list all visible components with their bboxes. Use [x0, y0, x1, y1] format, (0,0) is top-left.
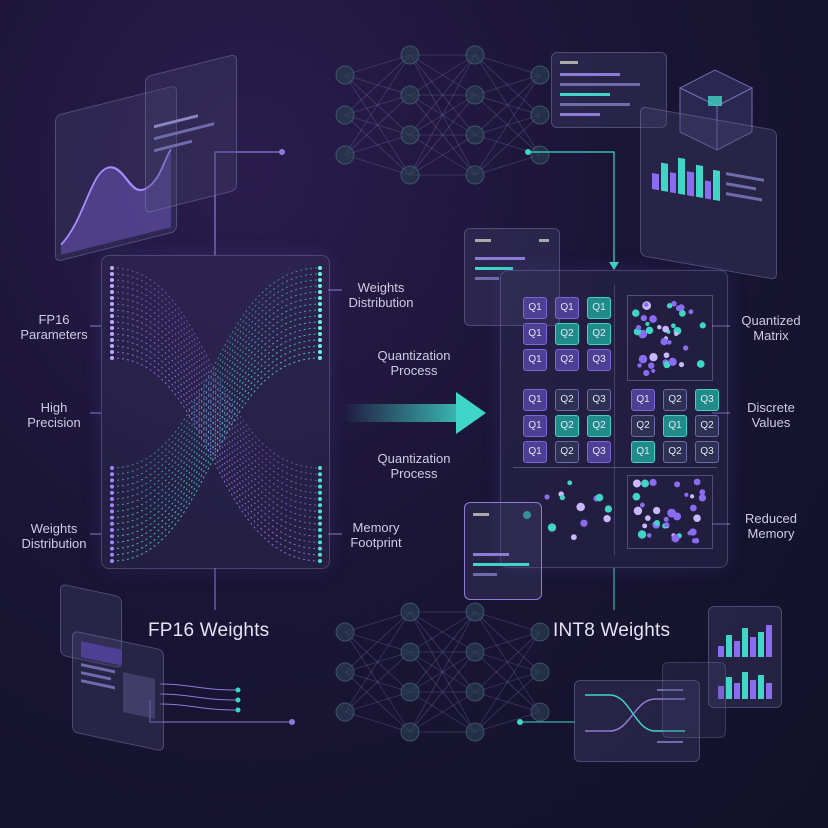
- matrix-cell: Q1: [523, 323, 547, 345]
- matrix-cell: Q2: [587, 415, 611, 437]
- deco-panel-mid-bottom: [662, 662, 726, 738]
- matrix-cell: Q1: [631, 389, 655, 411]
- deco-panel-text: [145, 53, 237, 214]
- matrix-cell: Q3: [587, 389, 611, 411]
- matrix-scatter-bottom-right: [627, 475, 713, 549]
- matrix-cell: Q3: [695, 389, 719, 411]
- title-int8-weights: INT8 Weights: [553, 620, 671, 641]
- matrix-cell: Q2: [555, 349, 579, 371]
- matrix-cell: Q2: [631, 415, 655, 437]
- deco-panel-bottom-ui: [72, 630, 164, 752]
- matrix-cell: Q2: [663, 441, 687, 463]
- matrix-scatter-top: [627, 295, 713, 381]
- title-fp16-weights: FP16 Weights: [148, 620, 270, 641]
- matrix-cell: Q1: [631, 441, 655, 463]
- matrix-cell: Q1: [663, 415, 687, 437]
- matrix-cell: Q1: [587, 297, 611, 319]
- matrix-cell: Q2: [555, 441, 579, 463]
- deco-panel-overlay: [464, 502, 542, 600]
- matrix-cell: Q2: [663, 389, 687, 411]
- matrix-cell: Q2: [695, 415, 719, 437]
- deco-panel-lines: [551, 52, 667, 128]
- fp16-weight-curves: [110, 266, 322, 563]
- matrix-cell: Q2: [555, 323, 579, 345]
- matrix-cell: Q1: [523, 297, 547, 319]
- deco-panel-curve: [55, 84, 177, 263]
- matrix-cell: Q3: [587, 349, 611, 371]
- deco-panel-bars: [640, 105, 777, 281]
- deco-panel-bars-bottom: [708, 606, 782, 708]
- quantization-arrow: [342, 392, 486, 434]
- connector-left-top: [214, 151, 282, 255]
- matrix-scatter-bottom-left: [541, 476, 615, 550]
- matrix-cell: Q3: [587, 441, 611, 463]
- matrix-cell: Q1: [523, 349, 547, 371]
- matrix-cell: Q2: [555, 415, 579, 437]
- matrix-cell: Q3: [695, 441, 719, 463]
- matrix-cell: Q1: [523, 441, 547, 463]
- matrix-cell: Q1: [523, 415, 547, 437]
- matrix-cell: Q2: [587, 323, 611, 345]
- matrix-cell: Q1: [555, 297, 579, 319]
- fp16-weights-panel: [101, 255, 330, 569]
- matrix-cell: Q2: [555, 389, 579, 411]
- deco-panel-curves-bottom: [574, 680, 700, 762]
- connector-right-top: [528, 151, 615, 268]
- matrix-cell: Q1: [523, 389, 547, 411]
